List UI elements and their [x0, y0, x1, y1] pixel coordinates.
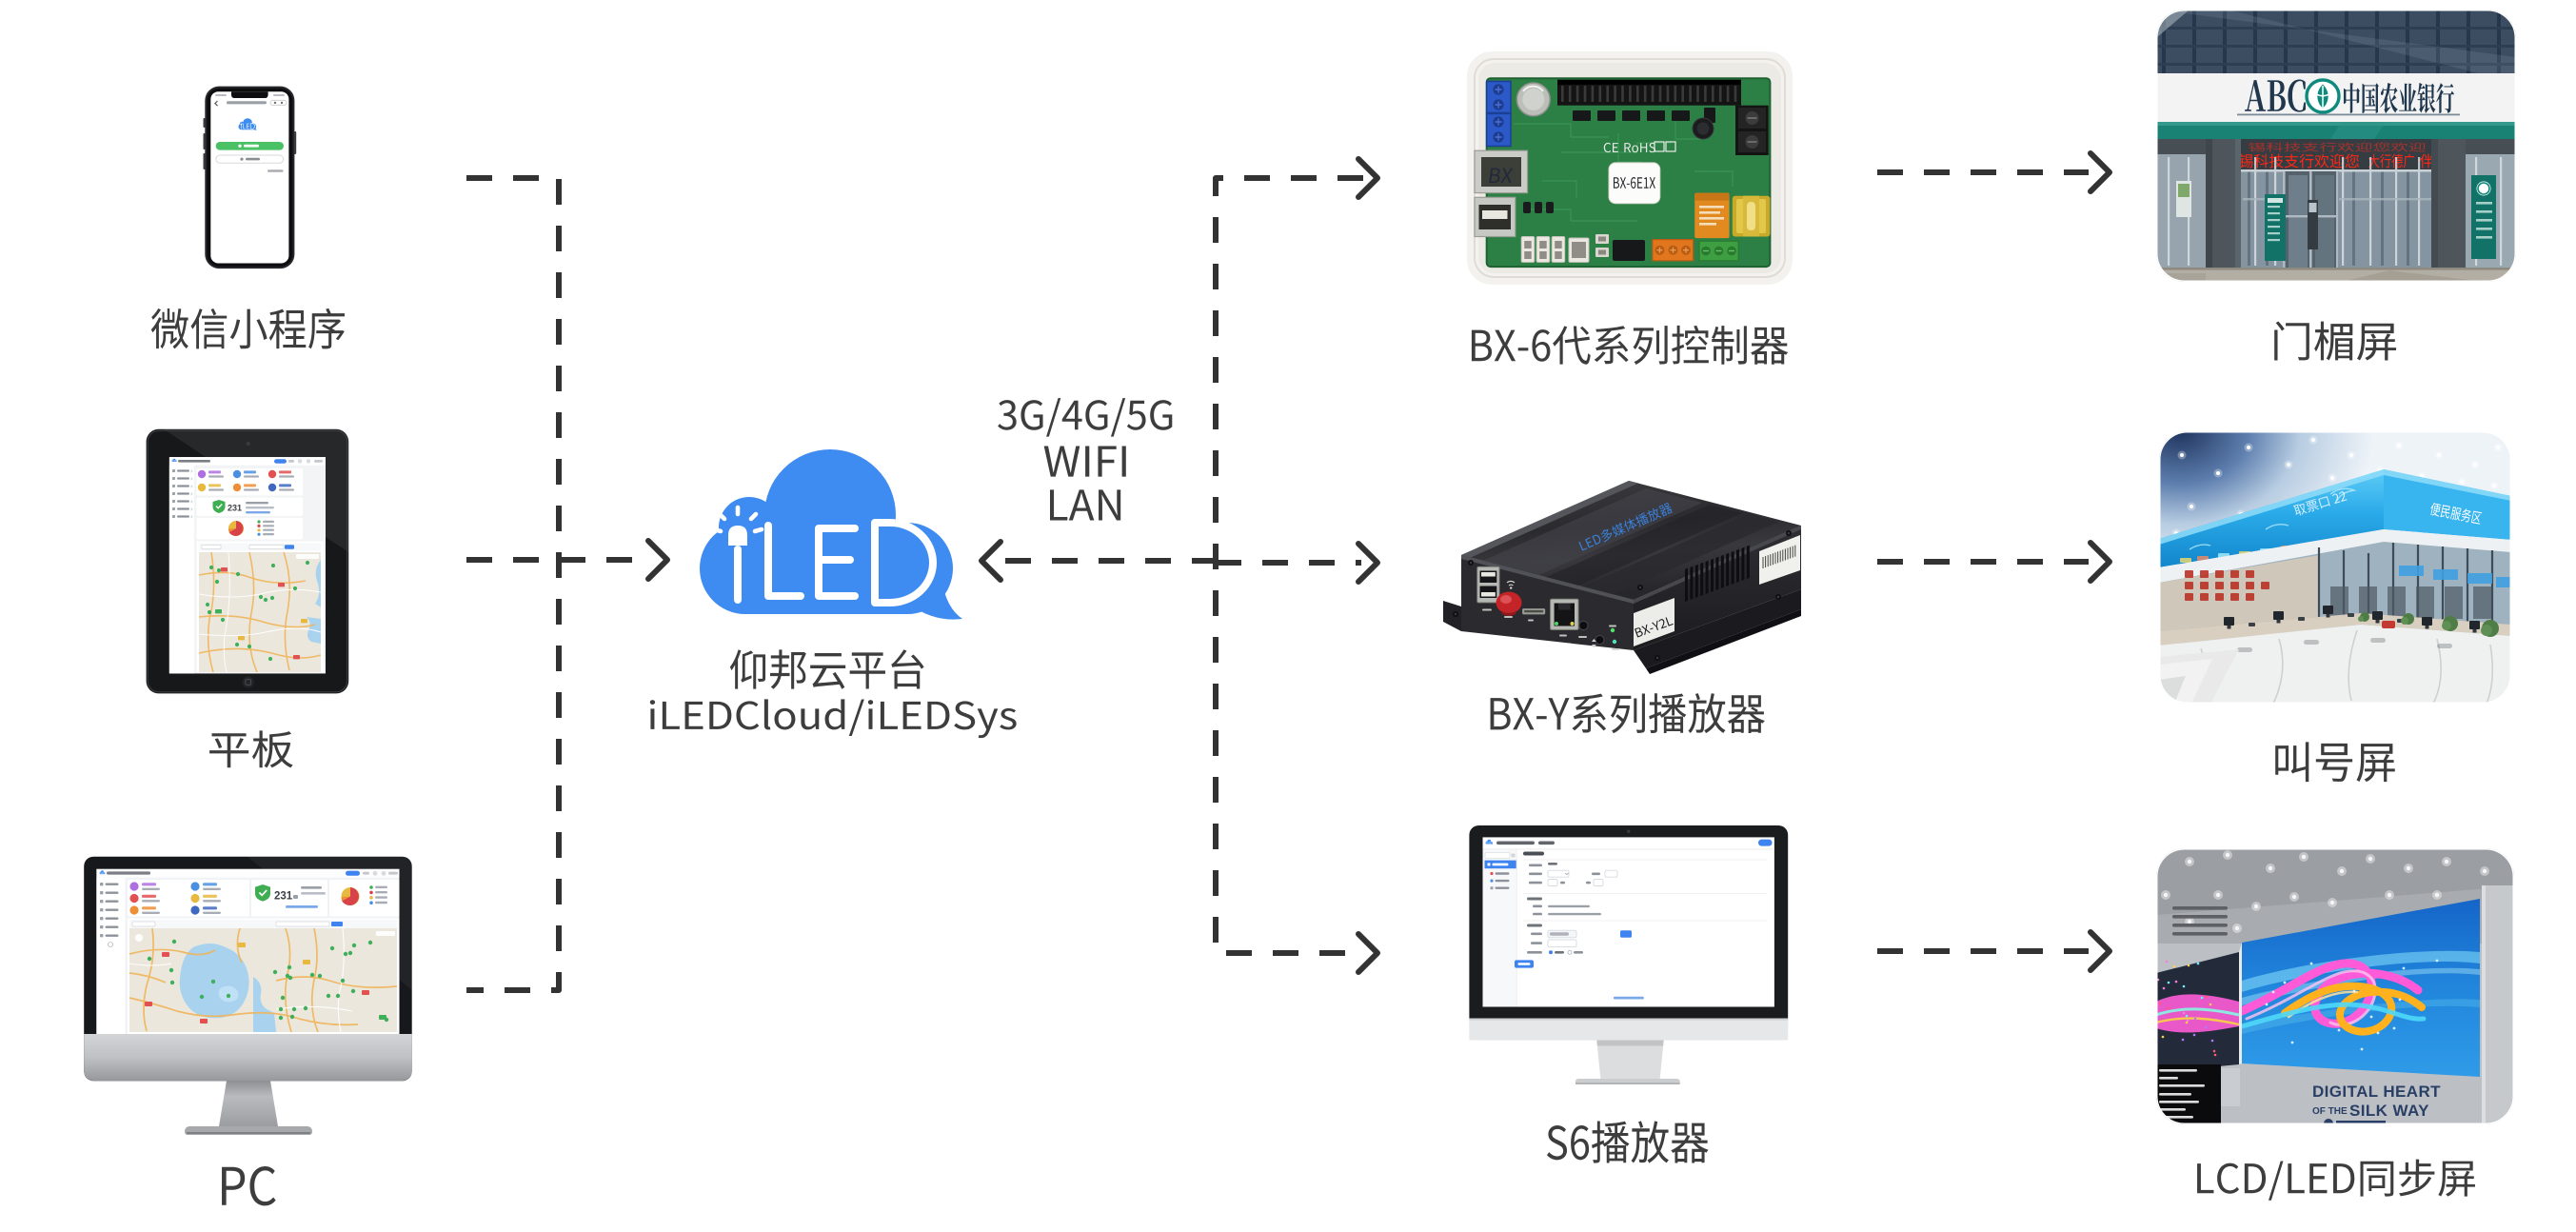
svg-text:DIGITAL HEART: DIGITAL HEART [2312, 1083, 2441, 1101]
svg-text:OF THE: OF THE [2312, 1106, 2348, 1117]
svg-text:231: 231 [228, 504, 242, 513]
svg-text:SILK WAY: SILK WAY [2349, 1102, 2429, 1120]
svg-text:231: 231 [274, 891, 293, 903]
